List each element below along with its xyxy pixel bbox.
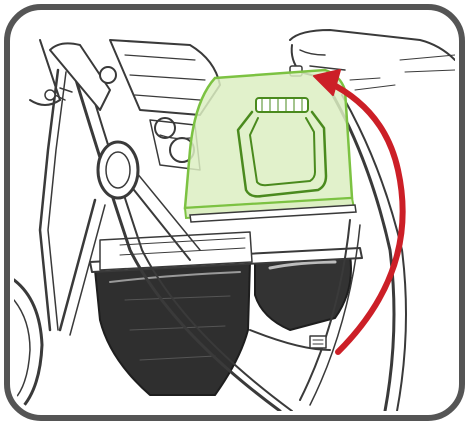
clip-icon [310,336,326,348]
frame-hinge [98,142,138,198]
